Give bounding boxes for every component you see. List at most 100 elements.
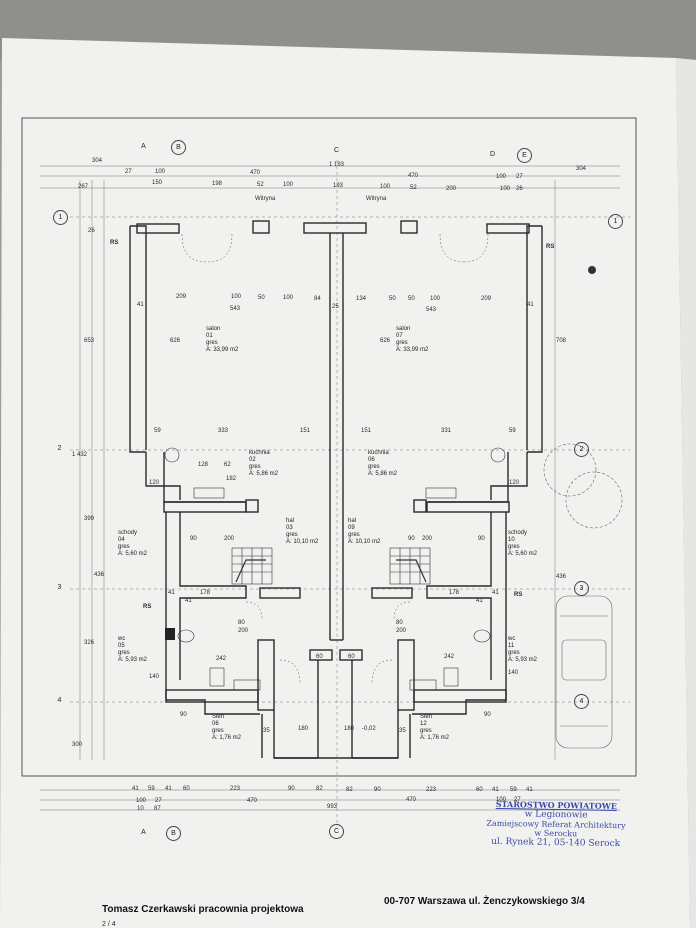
dim-inner: 134 <box>356 296 367 302</box>
dim-inner: 25 <box>332 304 339 310</box>
dim-left: 300 <box>72 742 83 748</box>
dim-inner: 180 <box>344 726 355 732</box>
dim-inner: 333 <box>218 428 229 434</box>
axis-4-left: 4 <box>57 697 62 704</box>
dim-inner: 100 <box>430 296 441 302</box>
dim-right: 436 <box>556 574 567 580</box>
dim-top: 52 <box>257 182 264 188</box>
axis-b-top: B <box>171 140 186 155</box>
room-area: A: 33,99 m2 <box>206 347 239 353</box>
rs-mark: RS <box>514 592 523 598</box>
dim-bottom: 223 <box>230 786 241 792</box>
axis-3-right: 3 <box>574 581 589 596</box>
dim-top: 27 <box>125 169 132 175</box>
dim-inner: 200 <box>396 628 407 634</box>
room-floor: gres <box>249 464 261 470</box>
room-label-schody-10: schody 10 gres A: 5,60 m2 <box>508 530 537 558</box>
axis-3-left: 3 <box>57 584 62 591</box>
dim-inner: 35 <box>263 728 270 734</box>
dim-left: 326 <box>84 640 95 646</box>
room-number: 11 <box>508 643 515 649</box>
room-name: hal <box>286 518 295 524</box>
dim-left: 399 <box>84 516 95 522</box>
dim-bottom: 10 <box>137 806 144 812</box>
room-floor: gres <box>118 544 130 550</box>
dim-inner: 80 <box>396 620 403 626</box>
dim-inner: 331 <box>441 428 452 434</box>
dim-bottom: 470 <box>406 797 417 803</box>
room-number: 03 <box>286 525 293 531</box>
room-number: 05 <box>118 643 125 649</box>
room-floor: gres <box>396 340 408 346</box>
dim-inner: 200 <box>422 536 433 542</box>
dim-inner: 151 <box>300 428 311 434</box>
room-area: A: 5,93 m2 <box>508 657 538 663</box>
dim-bottom: 90 <box>374 787 381 793</box>
dim-inner: 242 <box>444 654 455 660</box>
dim-top: 193 <box>333 183 344 189</box>
dim-inner: 209 <box>481 296 492 302</box>
dim-top: 470 <box>408 173 419 179</box>
dim-inner: 200 <box>238 628 249 634</box>
dim-inner: 120 <box>149 480 160 486</box>
room-number: 09 <box>348 525 355 531</box>
dim-bottom: 223 <box>426 787 437 793</box>
dim-top: 198 <box>212 181 223 187</box>
dim-inner: 90 <box>484 712 491 718</box>
dim-top: 26 <box>516 186 523 192</box>
room-name: Sień <box>212 714 225 720</box>
room-number: 02 <box>249 457 256 463</box>
dim-inner: 140 <box>508 670 519 676</box>
level-mark: -0,02 <box>362 726 376 732</box>
window-label: Witryna <box>366 196 387 202</box>
rs-mark: RS <box>143 604 152 610</box>
room-floor: gres <box>118 650 130 656</box>
approval-stamp: STAROSTWO POWIATOWE w Legionowie Zamiejs… <box>466 798 647 849</box>
dim-top: 304 <box>92 158 103 164</box>
dim-left: 26 <box>88 228 95 234</box>
dim-inner: 626 <box>170 338 181 344</box>
dim-bottom: 100 <box>136 798 147 804</box>
rs-mark: RS <box>546 244 555 250</box>
dim-bottom: 90 <box>288 786 295 792</box>
dim-inner: 60 <box>348 654 355 660</box>
dim-inner: 151 <box>361 428 372 434</box>
dim-bottom: 27 <box>514 797 521 803</box>
dim-right: 708 <box>556 338 567 344</box>
dim-top: 100 <box>283 182 294 188</box>
axis-a-top: A <box>141 143 146 150</box>
dim-bottom: 27 <box>155 798 162 804</box>
dim-top: 100 <box>500 186 511 192</box>
dim-inner: 80 <box>238 620 245 626</box>
dim-bottom: 41 <box>165 786 172 792</box>
axis-1-left: 1 <box>53 210 68 225</box>
axis-c-bottom: C <box>329 824 344 839</box>
dim-inner: 626 <box>380 338 391 344</box>
dim-bottom: 993 <box>327 804 338 810</box>
room-label-wc-05: wc 05 gres A: 5,93 m2 <box>118 636 147 664</box>
axis-d-top: D <box>489 151 496 158</box>
dim-inner: 100 <box>283 295 294 301</box>
dim-inner: 128 <box>198 462 209 468</box>
room-name: wc <box>118 636 126 642</box>
room-name: Sień <box>420 714 433 720</box>
dim-inner: 100 <box>231 294 242 300</box>
room-name: schody <box>508 530 528 536</box>
footer-page-number: 2 / 4 <box>102 921 116 928</box>
dim-top: 100 <box>155 169 166 175</box>
room-name: hal <box>348 518 357 524</box>
dim-left: 1 432 <box>72 452 88 458</box>
room-area: A: 5,60 m2 <box>118 551 148 557</box>
room-label-salon-01: salon 01 gres A: 33,99 m2 <box>206 326 238 354</box>
room-area: A: 33,99 m2 <box>396 347 429 353</box>
room-area: A: 10,10 m2 <box>286 539 319 545</box>
dim-top: 150 <box>152 180 163 186</box>
axis-2-right: 2 <box>574 442 589 457</box>
dim-inner: 178 <box>200 590 211 596</box>
dim-inner: 140 <box>149 674 160 680</box>
room-label-kuchnia-06: kuchnia 06 gres A: 5,86 m2 <box>368 450 397 478</box>
dim-top: 27 <box>516 174 523 180</box>
dim-inner: 62 <box>224 462 231 468</box>
dim-inner: 242 <box>216 656 227 662</box>
